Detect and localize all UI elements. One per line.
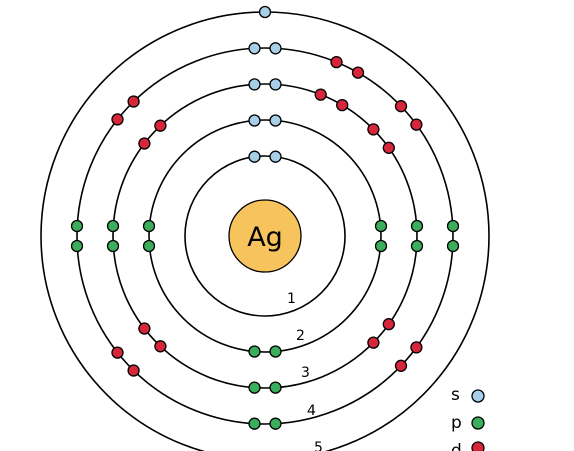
legend-swatch-p — [471, 416, 485, 430]
shell-label-3: 3 — [301, 365, 310, 381]
legend: s p d — [451, 385, 485, 451]
electron-p-shell-2-7 — [269, 345, 282, 358]
legend-label-p: p — [451, 413, 462, 433]
shell-labels: 1 2 3 4 5 — [287, 291, 323, 451]
electron-s-shell-2-2 — [269, 114, 282, 127]
electron-p-shell-3-7 — [269, 381, 282, 394]
electron-d-shell-4-10 — [410, 118, 423, 131]
element-symbol: Ag — [247, 222, 283, 253]
electron-s-shell-4-2 — [269, 42, 282, 55]
shell-label-5: 5 — [314, 440, 323, 451]
electron-d-shell-3-13 — [154, 340, 167, 353]
electron-d-shell-4-18 — [351, 66, 365, 79]
electron-s-shell-1-1 — [248, 150, 261, 163]
electron-p-shell-3-3 — [106, 219, 120, 233]
electron-d-shell-4-15 — [111, 113, 124, 126]
electron-d-shell-4-12 — [394, 359, 408, 372]
electron-p-shell-4-6 — [446, 239, 460, 253]
shell-label-2: 2 — [296, 328, 305, 344]
electron-p-shell-2-5 — [374, 219, 388, 233]
electron-d-shell-4-13 — [127, 364, 140, 377]
electron-s-shell-1-2 — [269, 150, 282, 163]
electron-s-shell-2-1 — [248, 114, 261, 127]
electron-d-shell-3-11 — [382, 318, 395, 331]
nucleus: Ag — [228, 199, 302, 273]
electron-d-shell-3-16 — [154, 119, 167, 132]
electron-d-shell-4-17 — [330, 55, 343, 69]
shell-3-orbit — [112, 83, 418, 389]
electron-p-shell-4-3 — [70, 219, 84, 233]
electron-p-shell-2-3 — [142, 219, 156, 233]
electron-p-shell-2-4 — [142, 239, 156, 253]
legend-swatch-d — [471, 441, 485, 451]
electron-p-shell-4-5 — [446, 219, 460, 233]
nucleus-circle — [228, 199, 302, 273]
electron-d-shell-4-16 — [127, 95, 140, 108]
electron-s-shell-3-2 — [269, 78, 282, 91]
electron-d-shell-4-9 — [394, 100, 408, 113]
shell-2-orbit — [148, 119, 382, 353]
electron-d-shell-3-9 — [367, 123, 380, 136]
electron-p-shell-3-6 — [410, 239, 424, 253]
electron-s-shell-5-1 — [258, 5, 272, 19]
shell-1-orbit — [184, 155, 346, 317]
shell-4-orbit — [76, 47, 454, 425]
shell-label-4: 4 — [307, 403, 316, 419]
electron-p-shell-3-5 — [410, 219, 424, 233]
shell-label-1: 1 — [287, 291, 296, 307]
electron-p-shell-3-4 — [106, 239, 120, 253]
electron-p-shell-4-8 — [248, 417, 261, 430]
electron-p-shell-2-6 — [374, 239, 388, 253]
electron-p-shell-2-8 — [248, 345, 261, 358]
electron-s-shell-3-1 — [248, 78, 261, 91]
legend-label-s: s — [451, 385, 460, 405]
legend-label-d: d — [451, 441, 462, 451]
electrons-layer — [70, 5, 460, 430]
electron-s-shell-4-1 — [248, 42, 261, 55]
electron-d-shell-3-14 — [138, 322, 151, 335]
electron-d-shell-4-14 — [111, 346, 124, 359]
legend-swatch-s — [471, 389, 485, 403]
electron-p-shell-3-8 — [248, 381, 261, 394]
electron-d-shell-4-11 — [410, 341, 423, 354]
electron-d-shell-3-18 — [336, 98, 349, 112]
electron-d-shell-3-10 — [382, 141, 395, 154]
electron-p-shell-4-4 — [70, 239, 84, 253]
electron-d-shell-3-17 — [314, 88, 327, 101]
electron-p-shell-4-7 — [269, 417, 282, 430]
electron-d-shell-3-12 — [367, 336, 380, 349]
electron-d-shell-3-15 — [138, 137, 151, 150]
